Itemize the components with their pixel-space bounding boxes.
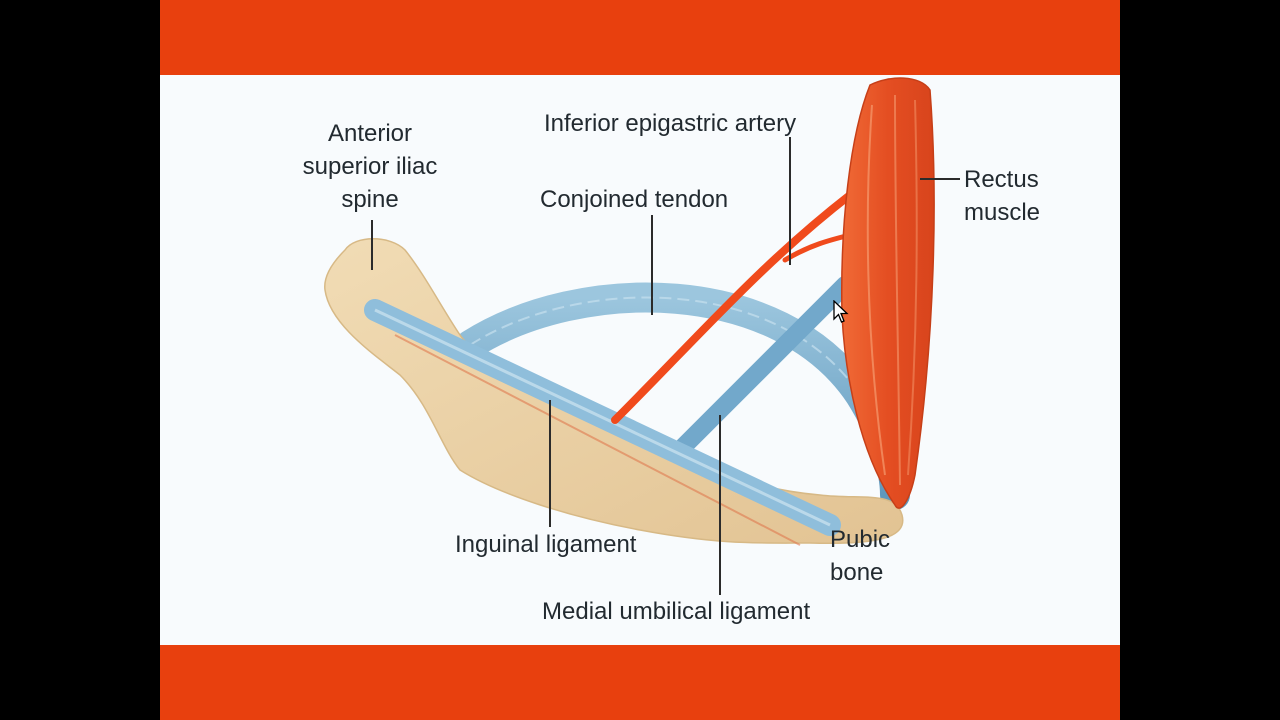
label-conjoined-tendon: Conjoined tendon [540, 186, 729, 213]
label-medial-umbilical-ligament: Medial umbilical ligament [542, 598, 811, 625]
mouse-pointer-icon [833, 300, 849, 323]
label-anterior-superior-iliac-spine: Anterior superior iliac spine [302, 120, 438, 213]
label-inguinal-ligament: Inguinal ligament [455, 531, 637, 558]
label-inferior-epigastric-artery: Inferior epigastric artery [544, 110, 797, 137]
leader-lines [371, 137, 960, 595]
diagram-canvas: Anterior superior iliac spine Inferior e… [160, 75, 1120, 645]
inguinal-region-illustration [324, 77, 960, 595]
video-frame: Anterior superior iliac spine Inferior e… [160, 0, 1120, 720]
label-rectus-muscle: Rectus muscle [964, 166, 1041, 226]
hip-bone [324, 238, 904, 545]
top-banner [160, 0, 1120, 75]
medial-umbilical-ligament [666, 276, 854, 464]
label-pubic-bone: Pubic bone [830, 526, 891, 586]
bottom-banner [160, 645, 1120, 720]
rectus-muscle [841, 77, 935, 509]
inferior-epigastric-artery [611, 191, 854, 424]
